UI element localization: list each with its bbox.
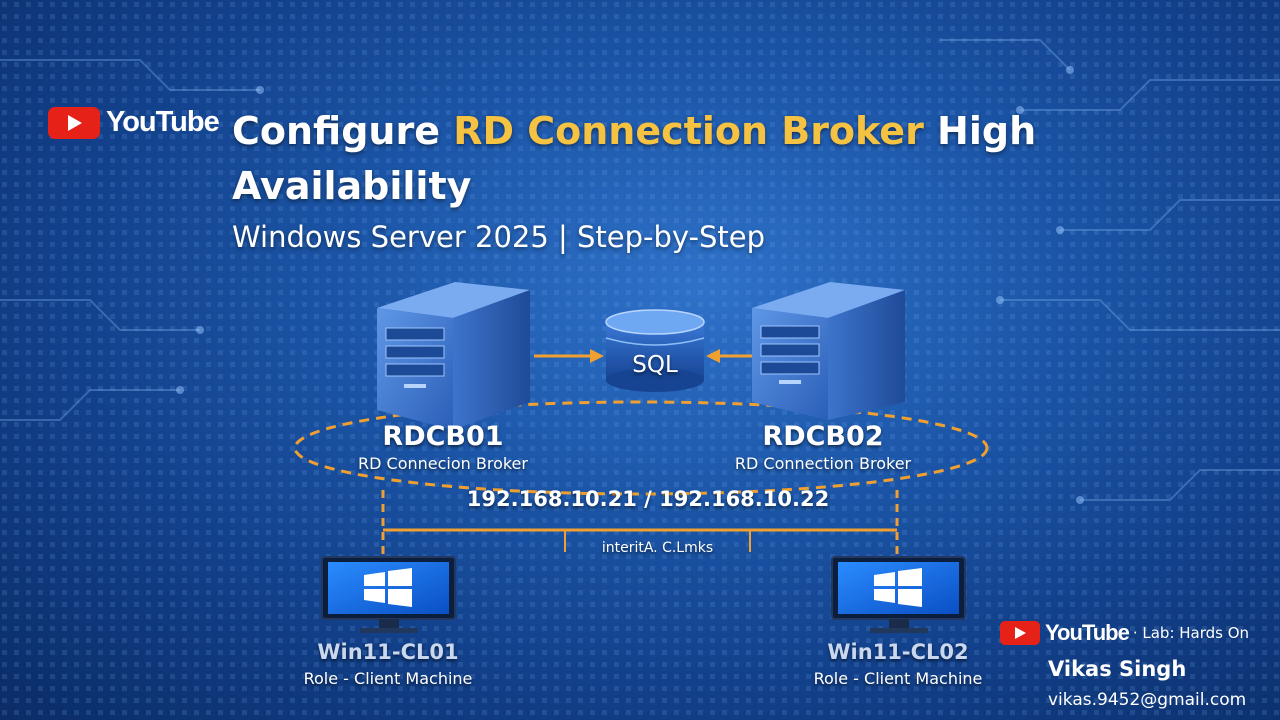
server-icon <box>377 282 530 430</box>
link-label: interitA. C.Lmks <box>601 540 714 556</box>
windows-logo-icon <box>874 568 922 607</box>
footer-youtube-wordmark: YouTube <box>1045 620 1130 645</box>
database-icon <box>605 309 705 392</box>
youtube-wordmark: YouTube <box>106 106 220 138</box>
client-1-name: Win11-CL01 <box>317 640 459 664</box>
database-label: SQL <box>632 352 678 378</box>
server-1-role: RD Connecion Broker <box>358 454 528 473</box>
server-icon <box>752 282 905 420</box>
client-connection-lines <box>381 490 899 556</box>
author-name: Vikas Singh <box>1048 657 1187 681</box>
title-part1: Configure <box>232 109 454 153</box>
title-highlight: RD Connection Broker <box>453 109 924 153</box>
ip-addresses: 192.168.10.21 / 192.168.10.22 <box>466 487 830 511</box>
server-2-role: RD Connection Broker <box>734 454 912 473</box>
title-part2: High Availability <box>232 109 1037 208</box>
client-2-name: Win11-CL02 <box>827 640 969 664</box>
youtube-logo: YouTube <box>48 106 220 139</box>
page-subtitle: Windows Server 2025 | Step-by-Step <box>232 220 766 254</box>
arrow-left-icon <box>706 349 752 363</box>
page-title: Configure RD Connection Broker High Avai… <box>232 104 1132 214</box>
client-2-role: Role - Client Machine <box>813 669 983 688</box>
footer-tagline: · Lab: Hards On <box>1132 624 1250 642</box>
client-1-role: Role - Client Machine <box>303 669 473 688</box>
monitor-icon <box>831 556 966 633</box>
monitor-icon <box>321 556 456 633</box>
windows-logo-icon <box>364 568 412 607</box>
youtube-logo-icon <box>1000 621 1040 645</box>
ha-cluster-boundary <box>293 400 989 496</box>
server-2-name: RDCB02 <box>762 421 884 452</box>
youtube-logo-icon <box>48 106 100 139</box>
server-1-name: RDCB01 <box>382 421 504 452</box>
author-email: vikas.9452@gmail.com <box>1048 690 1247 710</box>
footer-youtube-logo: YouTube · Lab: Hards On <box>1000 620 1249 646</box>
arrow-right-icon <box>534 349 604 363</box>
